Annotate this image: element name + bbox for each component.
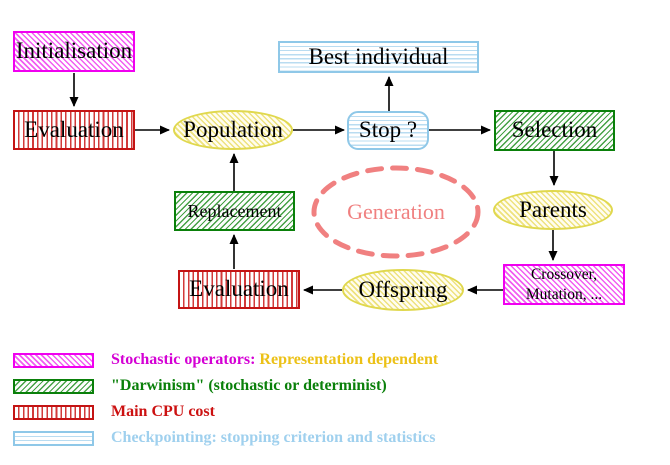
node-best-individual: Best individual (278, 41, 479, 73)
legend-swatch-stochastic (13, 352, 94, 368)
node-selection: Selection (494, 110, 615, 151)
node-replacement: Replacement (174, 191, 295, 231)
legend-swatch-checkpointing (13, 430, 94, 446)
legend-label-darwinism: "Darwinism" (stochastic or determinist) (111, 377, 387, 394)
crossover-line2: Mutation, ... (525, 285, 603, 303)
node-offspring: Offspring (342, 269, 464, 311)
node-evaluation-top: Evaluation (13, 110, 135, 150)
node-stop: Stop ? (347, 111, 429, 150)
node-population: Population (173, 110, 293, 150)
node-crossover-mutation: Crossover, Mutation, ... (503, 264, 625, 305)
legend-swatch-darwinism (13, 378, 94, 394)
legend-label-stochastic: Stochastic operators: (111, 351, 256, 368)
node-parents: Parents (493, 190, 613, 230)
node-evaluation-bottom: Evaluation (178, 270, 300, 309)
legend-label-checkpointing: Checkpointing: stopping criterion and st… (111, 429, 436, 446)
legend-label-cpu-cost: Main CPU cost (111, 403, 215, 420)
node-initialisation: Initialisation (13, 31, 135, 72)
legend-row-main-cpu-cost: Main CPU cost (13, 403, 215, 421)
legend-row-stochastic-operators: Stochastic operators: Representation dep… (13, 351, 438, 369)
crossover-line1: Crossover, (530, 266, 598, 284)
legend-row-darwinism: "Darwinism" (stochastic or determinist) (13, 377, 387, 395)
legend-swatch-cpu-cost (13, 404, 94, 420)
legend-label-representation: Representation dependent (259, 351, 439, 368)
generation-label: Generation (347, 199, 445, 224)
legend-row-checkpointing: Checkpointing: stopping criterion and st… (13, 429, 435, 447)
